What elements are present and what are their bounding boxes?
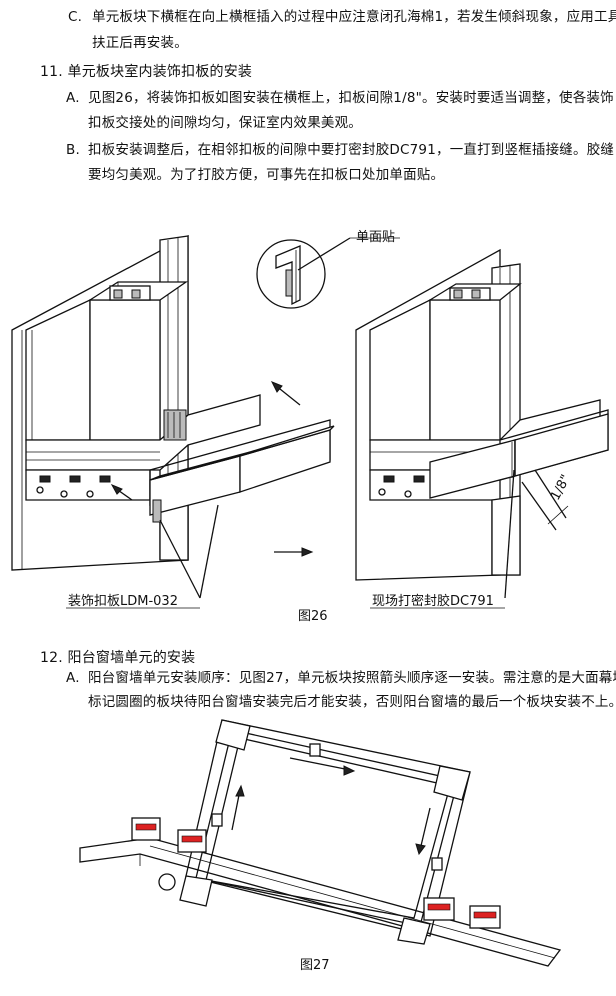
fig26-left-assembly bbox=[11, 234, 335, 599]
section-11-b-line-2: 要均匀美观。为了打胶方便，可事先在扣板口处加单面贴。 bbox=[88, 167, 445, 183]
fig26-right-assembly bbox=[355, 248, 609, 599]
section-12-a-marker: A. bbox=[66, 670, 80, 686]
label-single-sided-tape: 单面贴 bbox=[356, 230, 396, 245]
section-11-a-line-2: 扣板交接处的间隙均匀，保证室内效果美观。 bbox=[88, 115, 362, 131]
section-11-b-line-1: 扣板安装调整后，在相邻扣板的间隙中要打密封胶DC791，一直打到竖框插接缝。胶缝 bbox=[88, 142, 615, 158]
section-12-heading: 12. 阳台窗墙单元的安装 bbox=[40, 650, 196, 666]
section-c-marker: C. bbox=[68, 9, 83, 25]
section-12-a-line-1: 阳台窗墙单元安装顺序：见图27，单元板块按照箭头顺序逐一安装。需注意的是大面幕墙 bbox=[88, 670, 616, 686]
fig26-detail-callout bbox=[256, 237, 351, 309]
section-11-b-marker: B. bbox=[66, 142, 80, 158]
section-c-line-2: 扶正后再安装。 bbox=[92, 35, 188, 51]
label-sealant: 现场打密封胶DC791 bbox=[372, 594, 494, 609]
label-decorative-trim: 装饰扣板LDM-032 bbox=[68, 594, 178, 609]
section-c-line-1: 单元板块下横框在向上横框插入的过程中应注意闭孔海棉1，若发生倾斜现象，应用工具 bbox=[92, 9, 616, 25]
section-11-a-marker: A. bbox=[66, 90, 80, 106]
figure-26-caption: 图26 bbox=[298, 609, 328, 624]
section-11-a-line-1: 见图26，将装饰扣板如图安装在横框上，扣板间隙1/8"。安装时要适当调整，使各装… bbox=[88, 90, 614, 106]
figure-27-caption: 图27 bbox=[300, 958, 330, 973]
section-11-heading: 11. 单元板块室内装饰扣板的安装 bbox=[40, 64, 253, 80]
section-12-a-line-2: 标记圆圈的板块待阳台窗墙安装完后才能安装，否则阳台窗墙的最后一个板块安装不上。 bbox=[88, 694, 616, 710]
